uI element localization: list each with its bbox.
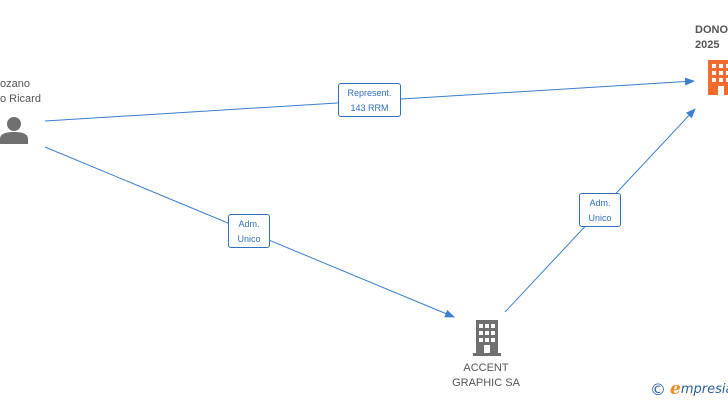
building-icon[interactable] — [473, 320, 501, 356]
empresia-watermark: © e mpresia — [650, 378, 728, 400]
target-company-line1: DONO — [695, 24, 728, 36]
edge-label-adm-line2: Unico — [588, 213, 612, 223]
empresia-logo-initial: e — [670, 379, 681, 399]
accent-graphic-line2: GRAPHIC SA — [452, 377, 520, 389]
edge-label-represent[interactable]: Represent. 143 RRM — [338, 83, 401, 117]
edge-label-adm-unico-right[interactable]: Adm. Unico — [579, 193, 621, 227]
target-company-label[interactable]: DONO 2025 — [695, 23, 728, 53]
edge-label-adm-line1: Adm. — [589, 198, 611, 208]
target-company-line2: 2025 — [695, 39, 720, 51]
person-name-label[interactable]: ozano o Ricard — [0, 77, 41, 107]
person-name-line1: ozano — [0, 78, 30, 90]
copyright-icon: © — [650, 379, 666, 399]
accent-graphic-line1: ACCENT — [463, 362, 509, 374]
edge-label-adm-line2: Unico — [237, 234, 261, 244]
person-icon[interactable] — [0, 115, 30, 145]
edge-label-adm-line1: Adm. — [238, 219, 260, 229]
edge-label-adm-unico-left[interactable]: Adm. Unico — [228, 214, 270, 248]
edge-label-represent-line2: 143 RRM — [350, 103, 389, 113]
accent-graphic-label[interactable]: ACCENT GRAPHIC SA — [441, 361, 531, 391]
empresia-logo-text: mpresia — [680, 381, 728, 397]
person-name-line2: o Ricard — [0, 93, 41, 105]
building-icon[interactable] — [708, 60, 728, 95]
edge-label-represent-line1: Represent. — [347, 88, 392, 98]
